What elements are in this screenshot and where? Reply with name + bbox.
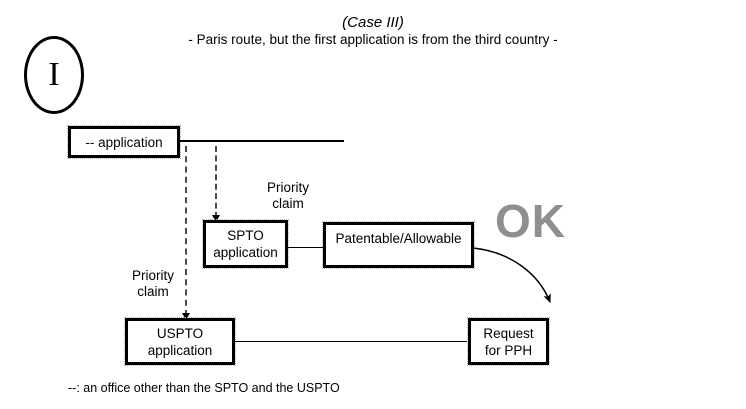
dashed-connector-to-uspto [185,146,187,316]
box-first-application-label: -- application [85,134,163,150]
arrowhead-to-spto [212,215,220,222]
box-request-for-pph: Request for PPH [467,317,550,366]
label-priority-claim-spto: Priority claim [252,180,324,212]
box-first-application: -- application [67,125,181,159]
box-request-for-pph-text: Request for PPH [483,325,533,359]
case-badge-label: I [48,56,60,93]
box-spto-application: SPTO application [202,219,289,269]
box-spto-application-line2: application [213,245,278,260]
label-priority-claim-spto-line2: claim [272,196,304,211]
ok-mark: OK [495,195,566,247]
arrowhead-to-uspto [182,313,190,320]
box-spto-application-line1: SPTO [227,228,264,243]
connector-spto-to-patentable [288,247,324,248]
box-uspto-application: USPTO application [124,317,236,366]
label-priority-claim-uspto-line2: claim [137,284,169,299]
box-patentable-allowable: Patentable/Allowable [322,221,475,269]
case-badge-oval: I [24,36,84,114]
connector-uspto-to-request [235,341,468,342]
box-uspto-application-line1: USPTO [156,325,204,341]
box-uspto-application-text: USPTO application [148,325,213,359]
label-priority-claim-uspto-line1: Priority [131,268,174,283]
box-request-for-pph-line1: Request [483,325,534,341]
box-patentable-allowable-label: Patentable/Allowable [335,231,462,246]
dashed-connector-to-spto [215,146,217,218]
box-request-for-pph-line2: for PPH [484,342,533,358]
box-spto-application-text: SPTO application [213,227,278,261]
label-priority-claim-spto-line1: Priority [266,180,309,195]
label-priority-claim-uspto: Priority claim [117,268,189,300]
box-uspto-application-line2: application [147,342,213,358]
curved-arrow-patentable-to-request [472,247,551,304]
case-title: (Case III) [342,14,404,31]
legend-note: --: an office other than the SPTO and th… [68,381,340,395]
connector-first-application-right [180,140,344,142]
case-subtitle: - Paris route, but the first application… [188,32,558,47]
